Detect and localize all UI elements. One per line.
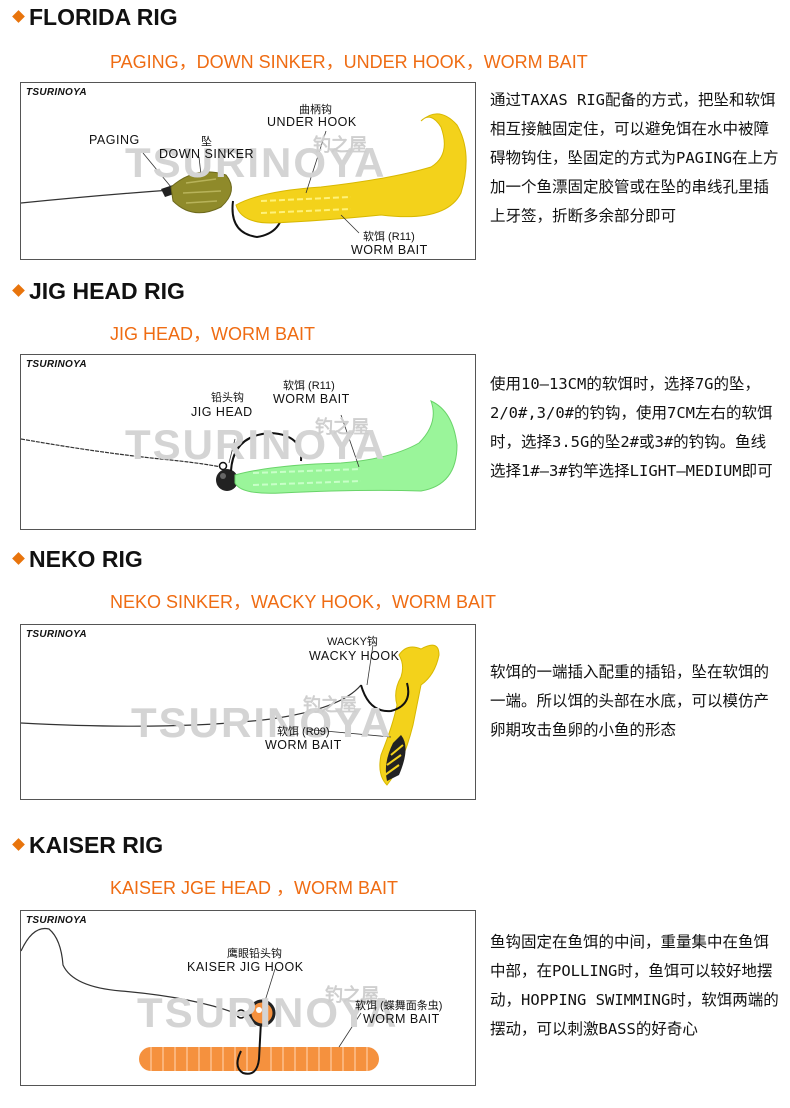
section-subtitle: JIG HEAD，WORM BAIT bbox=[110, 324, 316, 344]
label-hook: UNDER HOOK bbox=[267, 115, 357, 129]
section-description: 使用10—13CM的软饵时，选择7G的坠，2/0#,3/0#的钓钩，使用7CM左… bbox=[490, 375, 773, 480]
watermark-cn: 钓之屋 bbox=[313, 135, 367, 155]
watermark: TSURINOYA bbox=[125, 139, 387, 186]
label-hook-cn: WACKY钩 bbox=[327, 636, 378, 648]
label-hook: KAISER JIG HOOK bbox=[187, 960, 304, 974]
section-description: 软饵的一端插入配重的插铅，坠在软饵的一端。所以饵的头部在水底，可以模仿产卵期攻击… bbox=[490, 663, 770, 739]
section-subtitle: PAGING，DOWN SINKER，UNDER HOOK，WORM BAIT bbox=[110, 52, 588, 72]
watermark: TSURINOYA bbox=[125, 421, 387, 468]
label-paging: PAGING bbox=[89, 133, 140, 147]
label-jig-cn: 铅头钩 bbox=[211, 392, 244, 404]
section-title: JIG HEAD RIG bbox=[12, 278, 185, 305]
label-worm-cn: 软饵 (蝶舞面条虫) bbox=[355, 1000, 443, 1012]
section-subtitle: KAISER JGE HEAD ，WORM BAIT bbox=[110, 878, 399, 898]
brand-logo: TSURINOYA bbox=[26, 87, 87, 98]
brand-logo: TSURINOYA bbox=[26, 359, 87, 370]
diamond-bullet-icon bbox=[12, 838, 25, 852]
label-worm: WORM BAIT bbox=[351, 243, 428, 257]
florida-rig-illustration bbox=[21, 113, 467, 239]
label-hook-cn: 曲柄钩 bbox=[299, 104, 332, 116]
diamond-bullet-icon bbox=[12, 10, 25, 24]
diamond-bullet-icon bbox=[12, 284, 25, 298]
rig-illustration-panel: TSURINOYA TSURINOYA 钓之屋 WACKY钩 WACKY HOO… bbox=[20, 624, 476, 800]
label-jig: JIG HEAD bbox=[191, 405, 253, 419]
label-sinker-cn: 坠 bbox=[201, 136, 212, 148]
label-worm-cn: 软饵 (R09) bbox=[277, 726, 330, 738]
label-worm: WORM BAIT bbox=[363, 1012, 440, 1026]
section-subtitle: NEKO SINKER，WACKY HOOK，WORM BAIT bbox=[110, 592, 497, 612]
label-worm-cn: 软饵 (R11) bbox=[283, 380, 335, 392]
watermark-cn: 钓之屋 bbox=[303, 695, 357, 715]
diamond-bullet-icon bbox=[12, 552, 25, 566]
brand-logo: TSURINOYA bbox=[26, 915, 87, 926]
rig-illustration-panel: TSURINOYA TSURINOYA 钓之屋 鹰眼铅头钩 KAISER JIG… bbox=[20, 910, 476, 1086]
watermark-cn: 钓之屋 bbox=[325, 985, 379, 1005]
section-title: KAISER RIG bbox=[12, 832, 163, 859]
label-sinker: DOWN SINKER bbox=[159, 147, 255, 161]
kaiser-rig-illustration bbox=[21, 927, 379, 1075]
watermark-cn: 钓之屋 bbox=[315, 417, 369, 437]
rig-illustration-panel: TSURINOYA TSURINOYA 钓之屋 铅头钩 JIG HEAD 软饵 … bbox=[20, 354, 476, 530]
watermark: TSURINOYA bbox=[137, 989, 399, 1036]
watermark: TSURINOYA bbox=[131, 699, 393, 746]
section-description: 鱼钩固定在鱼饵的中间，重量集中在鱼饵中部，在POLLING时，鱼饵可以较好地摆动… bbox=[490, 933, 779, 1038]
section-title: NEKO RIG bbox=[12, 546, 143, 573]
brand-logo: TSURINOYA bbox=[26, 629, 87, 640]
section-description: 通过TAXAS RIG配备的方式，把坠和软饵相互接触固定住，可以避免饵在水中被障… bbox=[490, 91, 779, 225]
label-worm: WORM BAIT bbox=[265, 738, 342, 752]
rig-illustration-panel: TSURINOYA TSURINOYA 钓之屋 PAGING 坠 DOWN SI… bbox=[20, 82, 476, 260]
label-hook: WACKY HOOK bbox=[309, 649, 400, 663]
neko-rig-illustration bbox=[21, 644, 440, 786]
label-hook-cn: 鹰眼铅头钩 bbox=[227, 948, 282, 960]
label-worm-cn: 软饵 (R11) bbox=[363, 231, 415, 243]
label-worm: WORM BAIT bbox=[273, 392, 350, 406]
jig-head-rig-illustration bbox=[21, 400, 458, 494]
section-title: FLORIDA RIG bbox=[12, 4, 178, 31]
